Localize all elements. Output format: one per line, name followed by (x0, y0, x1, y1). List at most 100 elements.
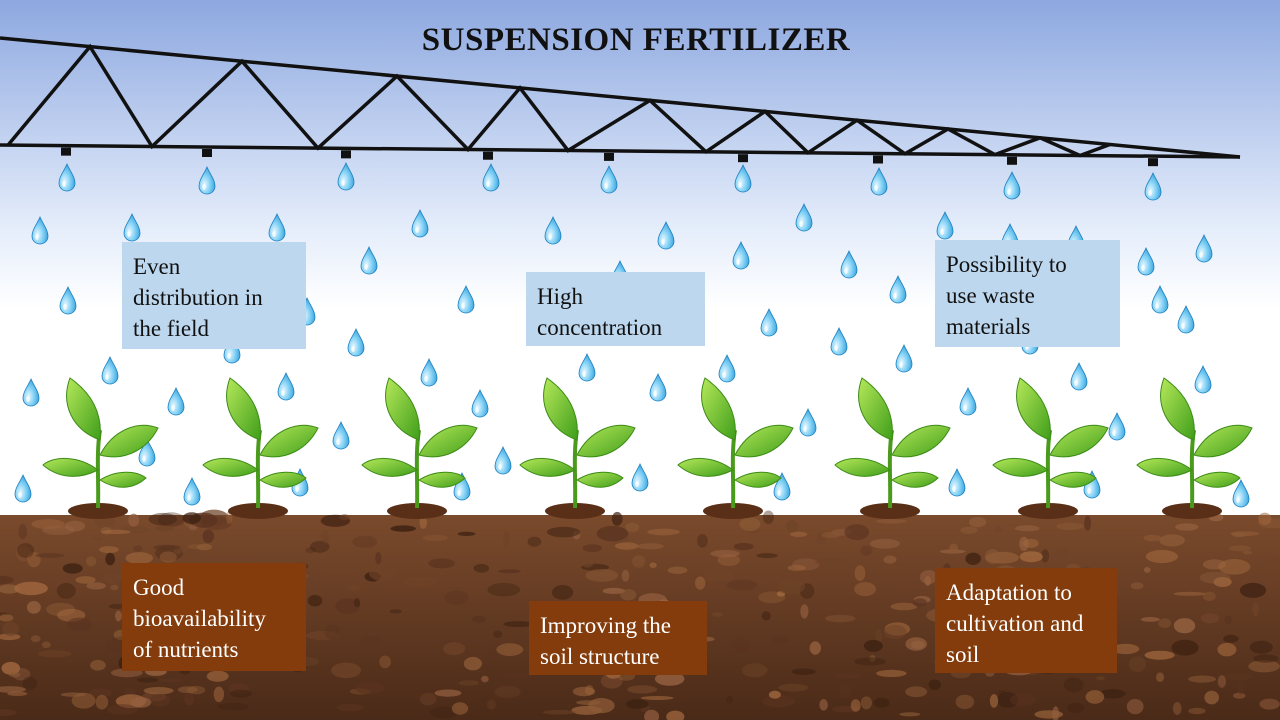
soil-clod (89, 688, 112, 698)
soil-clod (572, 686, 596, 697)
soil-clod (644, 709, 660, 720)
soil-clod (854, 657, 886, 666)
soil-clod (0, 575, 14, 585)
water-drop-icon (1194, 364, 1212, 394)
soil-clod (133, 545, 143, 552)
soil-clod (824, 614, 856, 623)
soil-clod (839, 683, 852, 698)
nozzle-icon (604, 152, 614, 161)
soil-clod (18, 523, 28, 540)
soil-clod (463, 656, 482, 671)
soil-clod (217, 702, 249, 711)
soil-clod (919, 570, 938, 585)
water-drop-icon (332, 420, 350, 450)
soil-clod (16, 545, 31, 562)
water-drop-icon (183, 476, 201, 506)
soil-clod (576, 700, 601, 705)
soil-clod (339, 514, 350, 521)
water-drop-icon (1144, 171, 1162, 201)
soil-clod (1224, 615, 1232, 625)
soil-clod (153, 544, 181, 551)
soil-clod (928, 679, 941, 691)
soil-clod (1220, 673, 1253, 681)
water-drop-icon (544, 215, 562, 245)
soil-clod (815, 556, 849, 567)
soil-clod (1099, 689, 1126, 699)
soil-clod (844, 524, 870, 541)
soil-clod (353, 598, 361, 608)
soil-clod (1096, 676, 1105, 681)
soil-clod (1188, 707, 1206, 715)
soil-clod (899, 712, 921, 717)
soil-clod (1140, 617, 1160, 622)
nozzle-icon (202, 149, 212, 158)
soil-clod (785, 520, 799, 532)
soil-clod (154, 525, 174, 532)
soil-clod (473, 563, 490, 573)
soil-clod (0, 633, 21, 641)
soil-clod (1213, 577, 1232, 587)
soil-clod (306, 630, 340, 641)
soil-clod (37, 650, 72, 658)
water-drop-icon (482, 162, 500, 192)
water-drop-icon (123, 212, 141, 242)
water-drop-icon (1070, 361, 1088, 391)
soil-clod (1253, 654, 1279, 663)
soil-clod (800, 604, 809, 619)
nozzle-icon (61, 147, 71, 156)
soil-clod (695, 576, 706, 590)
water-drop-icon (494, 445, 512, 475)
soil-clod (108, 604, 126, 609)
nozzle-icon (1148, 158, 1158, 167)
soil-clod (503, 621, 534, 628)
soil-clod (41, 641, 51, 649)
soil-clod (542, 710, 576, 715)
water-drop-icon (31, 215, 49, 245)
soil-clod (1259, 698, 1280, 710)
soil-clod (429, 706, 459, 719)
soil-clod (64, 520, 86, 532)
soil-clod (130, 697, 152, 708)
soil-clod (1252, 602, 1260, 617)
soil-clod (949, 543, 958, 552)
soil-clod (422, 534, 448, 542)
soil-clod (62, 563, 83, 574)
soil-clod (1258, 512, 1272, 525)
box-line: Good (133, 575, 185, 600)
soil-clod (581, 558, 594, 568)
soil-clod (1175, 523, 1199, 531)
soil-clod (331, 662, 362, 679)
soil-clod (1041, 549, 1050, 563)
soil-clod (704, 569, 733, 583)
boom-top-chord (0, 36, 1241, 159)
soil-clod (2, 621, 19, 637)
soil-clod (625, 699, 649, 709)
soil-clod (654, 672, 685, 686)
soil-clod (86, 556, 97, 567)
soil-clod (1111, 643, 1140, 655)
soil-clod (711, 612, 723, 617)
water-drop-icon (870, 166, 888, 196)
soil-clod (488, 647, 500, 660)
water-drop-icon (889, 274, 907, 304)
box-line: bioavailability (133, 606, 266, 631)
water-drop-icon (471, 388, 489, 418)
soil-clod (875, 629, 883, 643)
water-drop-icon (1232, 478, 1250, 508)
soil-clod (726, 695, 734, 704)
soil-clod (14, 581, 48, 596)
soil-clod (632, 555, 646, 568)
water-drop-icon (578, 352, 596, 382)
water-drop-icon (1003, 170, 1021, 200)
soil-clod (1173, 591, 1206, 596)
soil-clod (323, 568, 357, 575)
soil-clod (739, 517, 761, 532)
soil-clod (0, 686, 26, 693)
soil-clod (103, 572, 123, 585)
soil-clod (101, 529, 131, 535)
water-drop-icon (457, 284, 475, 314)
soil-clod (869, 538, 900, 549)
soil-clod (876, 669, 907, 678)
